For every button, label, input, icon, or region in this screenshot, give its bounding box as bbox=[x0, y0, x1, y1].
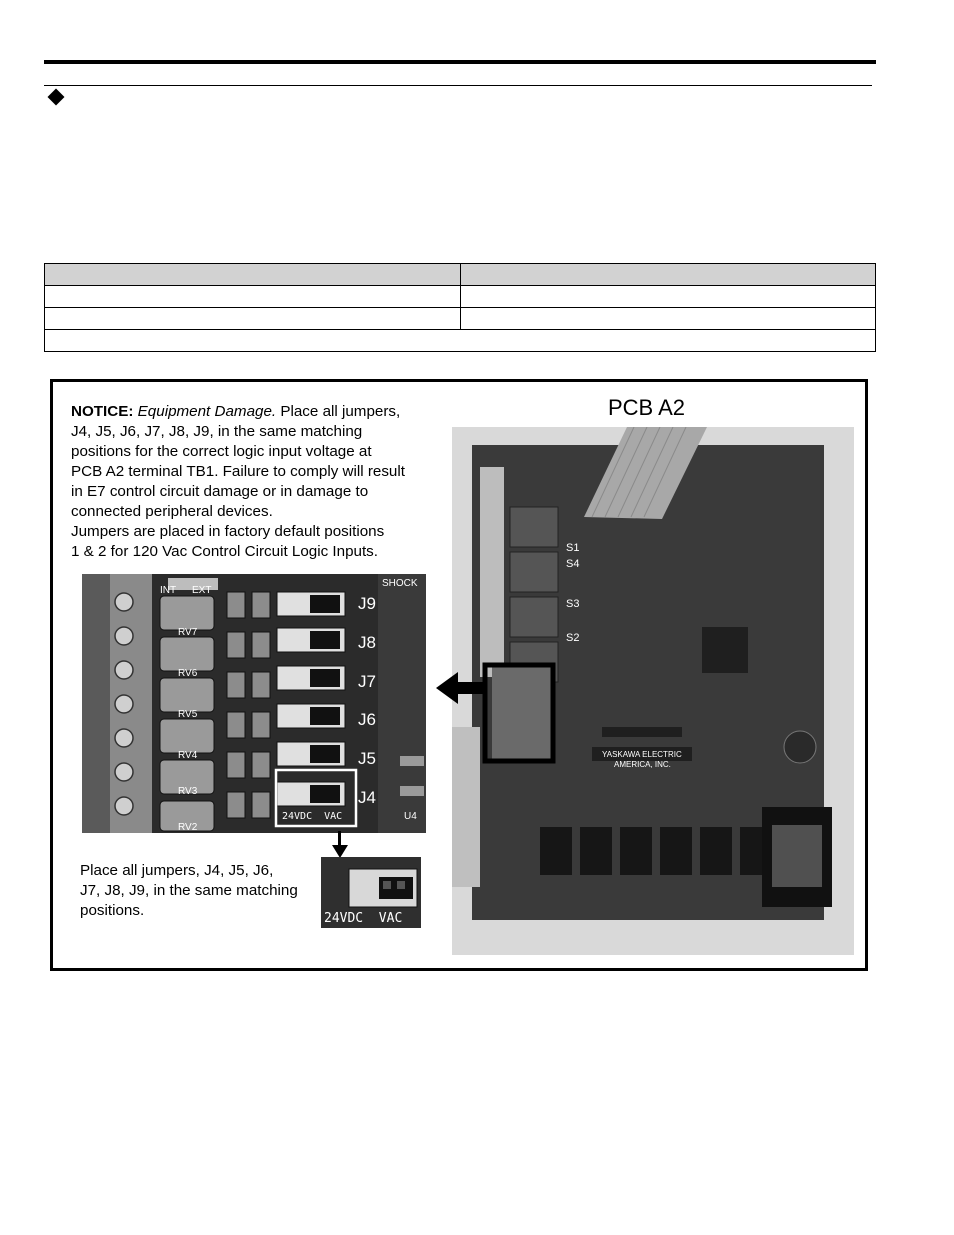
table-header-cell bbox=[44, 263, 461, 286]
left-arrow-icon bbox=[436, 668, 488, 708]
table-cell bbox=[459, 307, 876, 330]
rv-label: RV6 bbox=[178, 668, 198, 679]
notice-line: positions for the correct logic input vo… bbox=[71, 443, 372, 460]
pcb-board-illustration bbox=[452, 427, 854, 955]
notice-line: in E7 control circuit damage or in damag… bbox=[71, 483, 369, 500]
table-cell bbox=[44, 307, 461, 330]
u4-label: U4 bbox=[404, 811, 417, 822]
shock-label: SHOCK bbox=[382, 578, 418, 589]
jumper-caption: Place all jumpers, J4, J5, J6, J7, J8, J… bbox=[80, 861, 320, 921]
figure-frame bbox=[50, 379, 868, 971]
caption-line: J7, J8, J9, in the same matching bbox=[80, 882, 298, 899]
caption-line: positions. bbox=[80, 902, 145, 919]
ext-label: EXT bbox=[192, 585, 212, 596]
caption-line: Place all jumpers, J4, J5, J6, bbox=[80, 862, 274, 879]
notice-text: NOTICE: Equipment Damage. Place all jump… bbox=[71, 402, 443, 562]
rv-label: RV2 bbox=[178, 822, 198, 833]
board-silk-text: YASKAWA ELECTRIC bbox=[602, 750, 682, 759]
jumper-label-j4: J4 bbox=[358, 788, 376, 807]
switch-label-s2: S2 bbox=[566, 632, 580, 644]
header-rule-thick bbox=[44, 60, 876, 64]
notice-line: 1 & 2 for 120 Vac Control Circuit Logic … bbox=[71, 543, 378, 560]
table-cell bbox=[459, 285, 876, 308]
notice-line: Jumpers are placed in factory default po… bbox=[71, 523, 385, 540]
jumper-label-j6: J6 bbox=[358, 710, 376, 729]
section-diamond-icon bbox=[47, 88, 65, 106]
notice-line: connected peripheral devices. bbox=[71, 503, 273, 520]
jumper-closeup-photo bbox=[321, 857, 421, 928]
switch-label-s1: S1 bbox=[566, 542, 580, 554]
int-label: INT bbox=[160, 585, 177, 596]
notice-hazard: Equipment Damage. bbox=[137, 403, 277, 420]
jumper-label-j8: J8 bbox=[358, 633, 376, 652]
rv-label: RV7 bbox=[178, 627, 198, 638]
table-cell bbox=[44, 285, 461, 308]
notice-line: J4, J5, J6, J7, J8, J9, in the same matc… bbox=[71, 423, 363, 440]
pcb-board-photo bbox=[452, 427, 854, 955]
table-header-row bbox=[44, 263, 876, 286]
jumper-label-j7: J7 bbox=[358, 672, 376, 691]
notice-line: Place all jumpers, bbox=[280, 403, 401, 420]
rv-label: RV5 bbox=[178, 709, 198, 720]
table-header-cell bbox=[459, 263, 876, 286]
table-row bbox=[44, 307, 876, 330]
jumper-voltage-label: 24VDC VAC bbox=[324, 911, 403, 926]
board-silk-text: AMERICA, INC. bbox=[614, 760, 671, 769]
notice-line-1: NOTICE: Equipment Damage. Place all jump… bbox=[71, 402, 443, 422]
voltage-label: 24VDC VAC bbox=[282, 811, 343, 822]
pcb-title: PCB A2 bbox=[608, 395, 686, 420]
jumper-label-j5: J5 bbox=[358, 749, 376, 768]
notice-label: NOTICE: bbox=[71, 403, 134, 420]
down-arrow-icon bbox=[330, 831, 350, 859]
jumper-label-j9: J9 bbox=[358, 594, 376, 613]
table-row bbox=[44, 329, 876, 352]
rv-label: RV4 bbox=[178, 750, 198, 761]
header-rule-thin bbox=[44, 85, 872, 86]
switch-label-s3: S3 bbox=[566, 598, 580, 610]
notice-line: PCB A2 terminal TB1. Failure to comply w… bbox=[71, 463, 405, 480]
rv-label: RV3 bbox=[178, 786, 198, 797]
jumper-zoom-photo bbox=[82, 574, 426, 833]
table-cell bbox=[44, 329, 876, 352]
jumper-zoom-illustration bbox=[82, 574, 426, 833]
switch-label-s4: S4 bbox=[566, 558, 580, 570]
spec-table bbox=[44, 263, 876, 352]
table-row bbox=[44, 285, 876, 308]
